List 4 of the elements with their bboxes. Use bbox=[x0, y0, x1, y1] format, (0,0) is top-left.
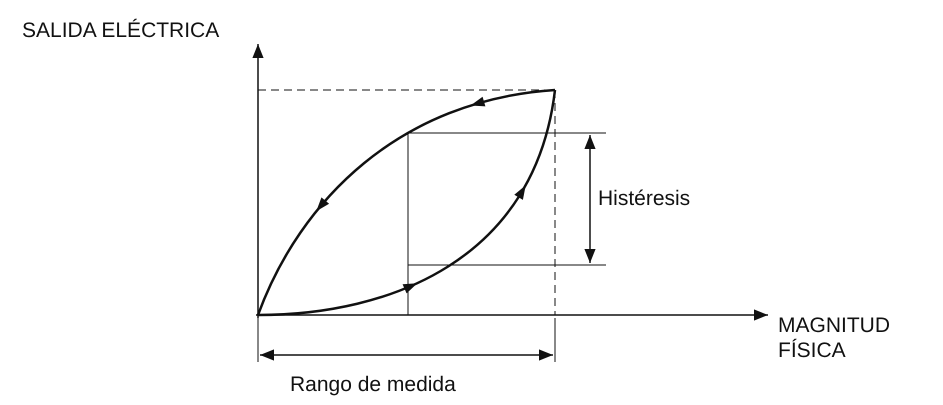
dimension-label: Histéresis bbox=[598, 186, 690, 211]
dimension-label: Rango de medida bbox=[290, 372, 456, 397]
axis-label: MAGNITUD FÍSICA bbox=[778, 313, 891, 363]
axis-label: SALIDA ELÉCTRICA bbox=[22, 18, 220, 43]
